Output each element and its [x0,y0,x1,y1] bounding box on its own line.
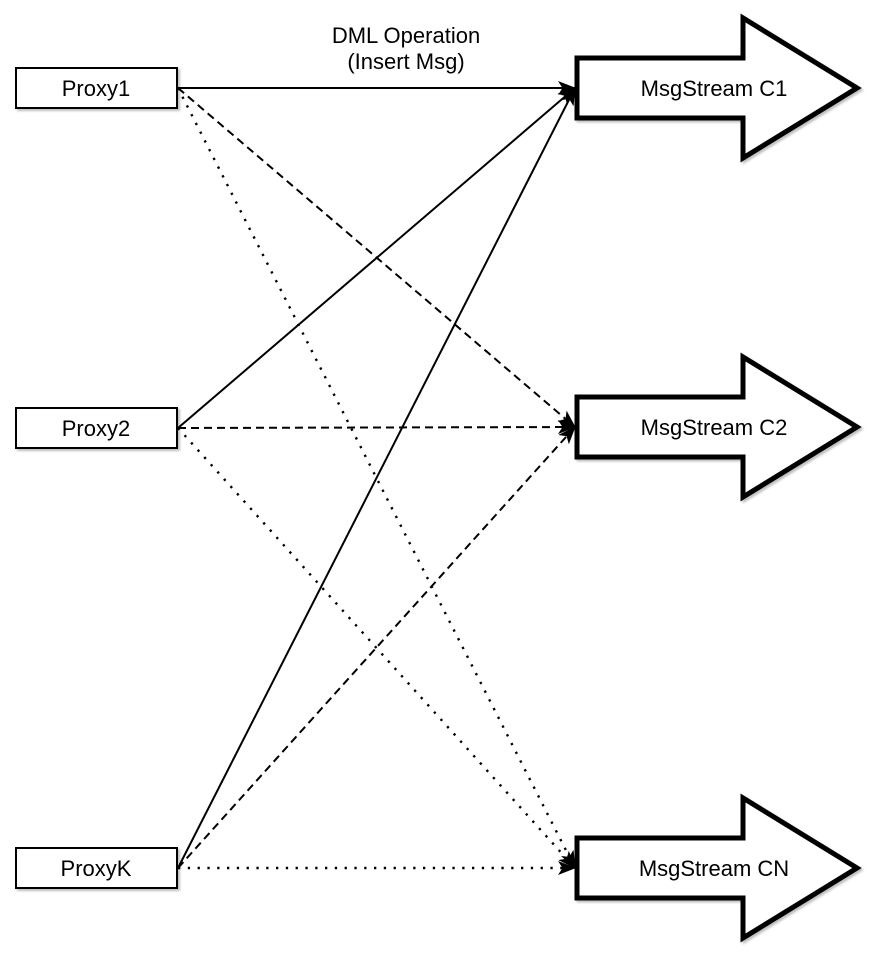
msgstream-c1-label: MsgStream C1 [641,76,788,101]
proxy1-label: Proxy1 [62,76,130,101]
proxy2-box [15,407,178,449]
proxyK-label: ProxyK [61,856,132,881]
proxyK-node: ProxyK [15,847,178,889]
proxyK-box [15,847,178,889]
msgstream-c2-label: MsgStream C2 [641,415,788,440]
msgstream-c1-node: MsgStream C1 [574,13,862,163]
msgstream-cN-arrow [574,793,862,943]
msgstream-c2-node: MsgStream C2 [574,352,862,502]
proxy1-box [15,67,178,109]
edge-proxyK-c2 [177,426,576,869]
msgstream-c2-arrow [574,352,862,502]
edge-label-line1: DML Operation [332,23,480,48]
edge-proxy2-c1 [177,87,576,429]
edge-proxyK-c1 [177,87,576,869]
edge-proxy2-cN [177,427,576,869]
proxy2-label: Proxy2 [62,416,130,441]
msgstream-cN-node: MsgStream CN [574,793,862,943]
edge-layer [176,81,577,875]
edge-label-line2: (Insert Msg) [347,49,464,74]
edge-proxy2-c2 [177,420,576,435]
msgstream-cN-label: MsgStream CN [639,856,789,881]
proxy2-node: Proxy2 [15,407,178,449]
proxy1-node: Proxy1 [15,67,178,109]
msgstream-c1-arrow [574,13,862,163]
